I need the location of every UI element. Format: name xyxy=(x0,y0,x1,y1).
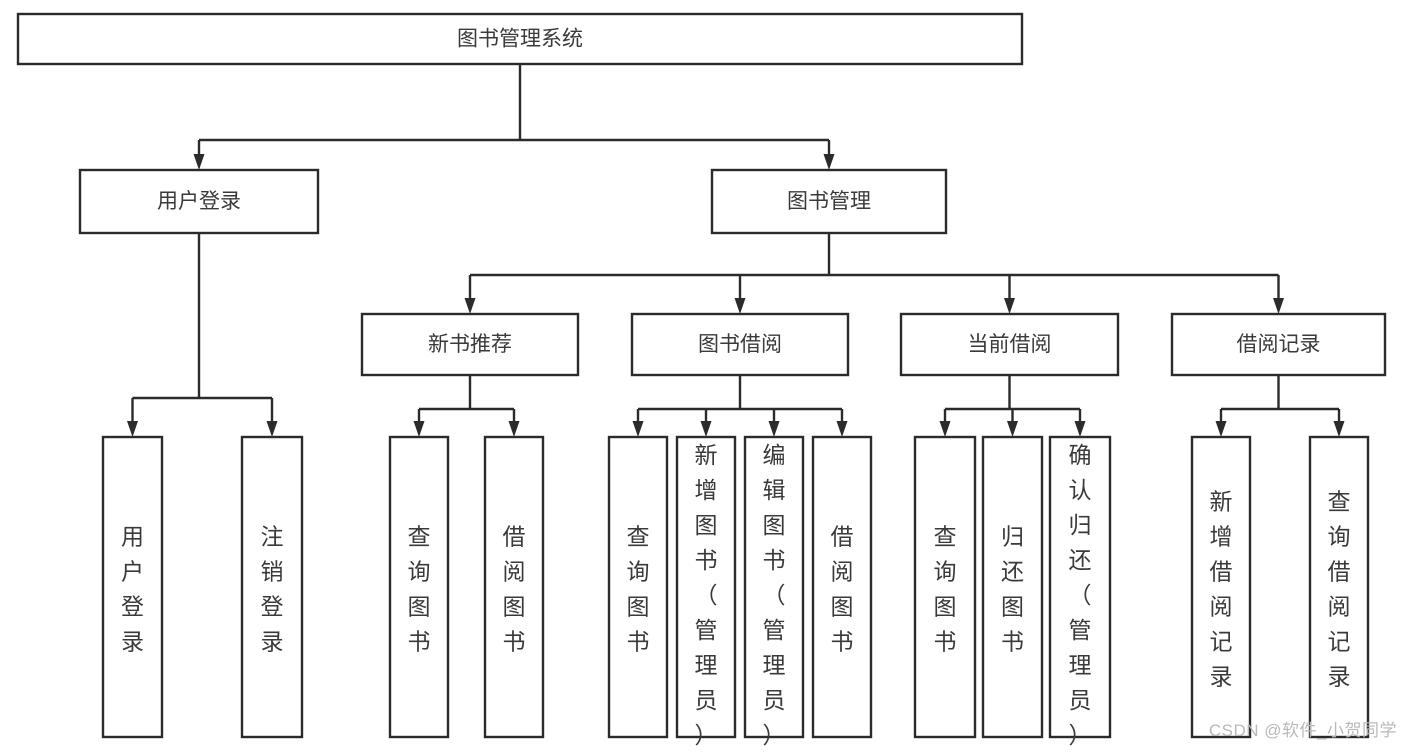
edge-group-book-manage xyxy=(464,233,1284,314)
node-label-current-borrow: 当前借阅 xyxy=(968,333,1052,356)
arrow-head-current-borrow xyxy=(1004,298,1015,314)
node-label-leaf-borrow-book-2: 借阅图书 xyxy=(831,523,854,654)
node-box-leaf-add-book[interactable] xyxy=(675,435,737,739)
node-label-leaf-return-book: 归还图书 xyxy=(1001,523,1024,654)
node-label-leaf-user-logout: 注销登录 xyxy=(261,523,284,654)
node-box-leaf-query-record[interactable] xyxy=(1308,435,1370,739)
node-new-book-rec[interactable]: 新书推荐 xyxy=(360,312,580,377)
node-label-book-manage: 图书管理 xyxy=(787,190,871,213)
arrow-head-leaf-borrow-book-1 xyxy=(508,421,520,437)
node-current-borrow[interactable]: 当前借阅 xyxy=(899,312,1120,377)
node-box-leaf-borrow-book-1[interactable] xyxy=(483,435,545,739)
node-label-leaf-query-book-3: 查询图书 xyxy=(934,523,957,654)
edge-group-book-borrow xyxy=(632,375,848,437)
node-label-new-book-rec: 新书推荐 xyxy=(428,333,512,356)
node-leaf-query-book-1[interactable]: 查询图书 xyxy=(388,435,450,739)
node-box-leaf-user-login[interactable] xyxy=(101,435,164,739)
node-borrow-record[interactable]: 借阅记录 xyxy=(1170,312,1387,377)
node-leaf-edit-book[interactable]: 编辑图书（管理员） xyxy=(743,435,805,748)
node-leaf-add-book[interactable]: 新增图书（管理员） xyxy=(675,435,737,748)
node-label-leaf-query-book-1: 查询图书 xyxy=(408,523,431,654)
arrow-head-leaf-user-logout xyxy=(266,421,278,437)
node-label-leaf-user-login: 用户登录 xyxy=(121,523,144,654)
node-label-user-login: 用户登录 xyxy=(157,190,241,213)
node-label-borrow-record: 借阅记录 xyxy=(1237,333,1321,356)
arrow-head-book-borrow xyxy=(734,298,746,314)
node-layer: 图书管理系统用户登录图书管理新书推荐图书借阅当前借阅借阅记录用户登录注销登录查询… xyxy=(16,12,1387,748)
node-label-leaf-edit-book: 编辑图书（管理员） xyxy=(763,442,786,747)
node-book-borrow[interactable]: 图书借阅 xyxy=(630,312,850,377)
arrow-head-book-manage xyxy=(823,154,835,170)
node-label-leaf-query-record: 查询借阅记录 xyxy=(1328,488,1351,689)
arrow-head-leaf-query-record xyxy=(1333,421,1345,437)
node-leaf-add-record[interactable]: 新增借阅记录 xyxy=(1190,435,1252,739)
node-box-book-manage[interactable] xyxy=(710,168,948,235)
node-label-book-borrow: 图书借阅 xyxy=(698,333,782,356)
arrow-head-leaf-query-book-1 xyxy=(413,421,425,437)
node-root[interactable]: 图书管理系统 xyxy=(16,12,1024,66)
arrow-head-leaf-user-login xyxy=(127,421,138,437)
node-leaf-query-book-3[interactable]: 查询图书 xyxy=(913,435,977,739)
node-box-root[interactable] xyxy=(16,12,1024,66)
arrow-head-leaf-add-book xyxy=(700,421,712,437)
arrow-head-leaf-edit-book xyxy=(768,421,780,437)
arrow-head-leaf-query-book-3 xyxy=(939,421,951,437)
arrow-head-leaf-query-book-2 xyxy=(632,421,644,437)
node-leaf-borrow-book-2[interactable]: 借阅图书 xyxy=(811,435,873,739)
edge-group-current-borrow xyxy=(939,375,1086,437)
node-leaf-borrow-book-1[interactable]: 借阅图书 xyxy=(483,435,545,739)
node-box-leaf-return-book[interactable] xyxy=(981,435,1044,739)
node-box-borrow-record[interactable] xyxy=(1170,312,1387,377)
node-box-leaf-borrow-book-2[interactable] xyxy=(811,435,873,739)
arrow-head-leaf-borrow-book-2 xyxy=(836,421,848,437)
connector-layer xyxy=(127,64,1345,437)
node-box-user-login[interactable] xyxy=(78,168,320,235)
arrow-head-leaf-add-record xyxy=(1215,421,1227,437)
edge-group-user-login xyxy=(127,233,278,437)
node-box-leaf-query-book-2[interactable] xyxy=(607,435,669,739)
node-label-root: 图书管理系统 xyxy=(457,28,583,51)
node-box-current-borrow[interactable] xyxy=(899,312,1120,377)
edge-group-new-book-rec xyxy=(413,375,520,437)
arrow-head-leaf-return-book xyxy=(1007,421,1018,437)
arrow-head-new-book-rec xyxy=(464,298,476,314)
node-book-manage[interactable]: 图书管理 xyxy=(710,168,948,235)
node-box-leaf-query-book-1[interactable] xyxy=(388,435,450,739)
node-leaf-return-book[interactable]: 归还图书 xyxy=(981,435,1044,739)
node-leaf-query-record[interactable]: 查询借阅记录 xyxy=(1308,435,1370,739)
node-leaf-confirm-ret[interactable]: 确认归还（管理员） xyxy=(1048,435,1112,748)
node-leaf-user-logout[interactable]: 注销登录 xyxy=(240,435,304,739)
arrow-head-user-login xyxy=(193,154,205,170)
arrow-head-leaf-confirm-ret xyxy=(1074,421,1086,437)
node-user-login[interactable]: 用户登录 xyxy=(78,168,320,235)
node-box-leaf-confirm-ret[interactable] xyxy=(1048,435,1112,739)
node-box-leaf-query-book-3[interactable] xyxy=(913,435,977,739)
node-leaf-query-book-2[interactable]: 查询图书 xyxy=(607,435,669,739)
node-label-leaf-query-book-2: 查询图书 xyxy=(627,523,650,654)
node-label-leaf-add-record: 新增借阅记录 xyxy=(1210,488,1233,689)
node-box-leaf-edit-book[interactable] xyxy=(743,435,805,739)
edge-group-root xyxy=(193,64,835,170)
node-label-leaf-borrow-book-1: 借阅图书 xyxy=(503,523,526,654)
node-label-leaf-add-book: 新增图书（管理员） xyxy=(695,442,718,747)
node-box-leaf-user-logout[interactable] xyxy=(240,435,304,739)
edge-group-borrow-record xyxy=(1215,375,1345,437)
node-label-leaf-confirm-ret: 确认归还（管理员） xyxy=(1069,442,1092,747)
arrow-head-borrow-record xyxy=(1273,298,1284,314)
node-box-leaf-add-record[interactable] xyxy=(1190,435,1252,739)
node-box-book-borrow[interactable] xyxy=(630,312,850,377)
node-box-new-book-rec[interactable] xyxy=(360,312,580,377)
node-leaf-user-login[interactable]: 用户登录 xyxy=(101,435,164,739)
